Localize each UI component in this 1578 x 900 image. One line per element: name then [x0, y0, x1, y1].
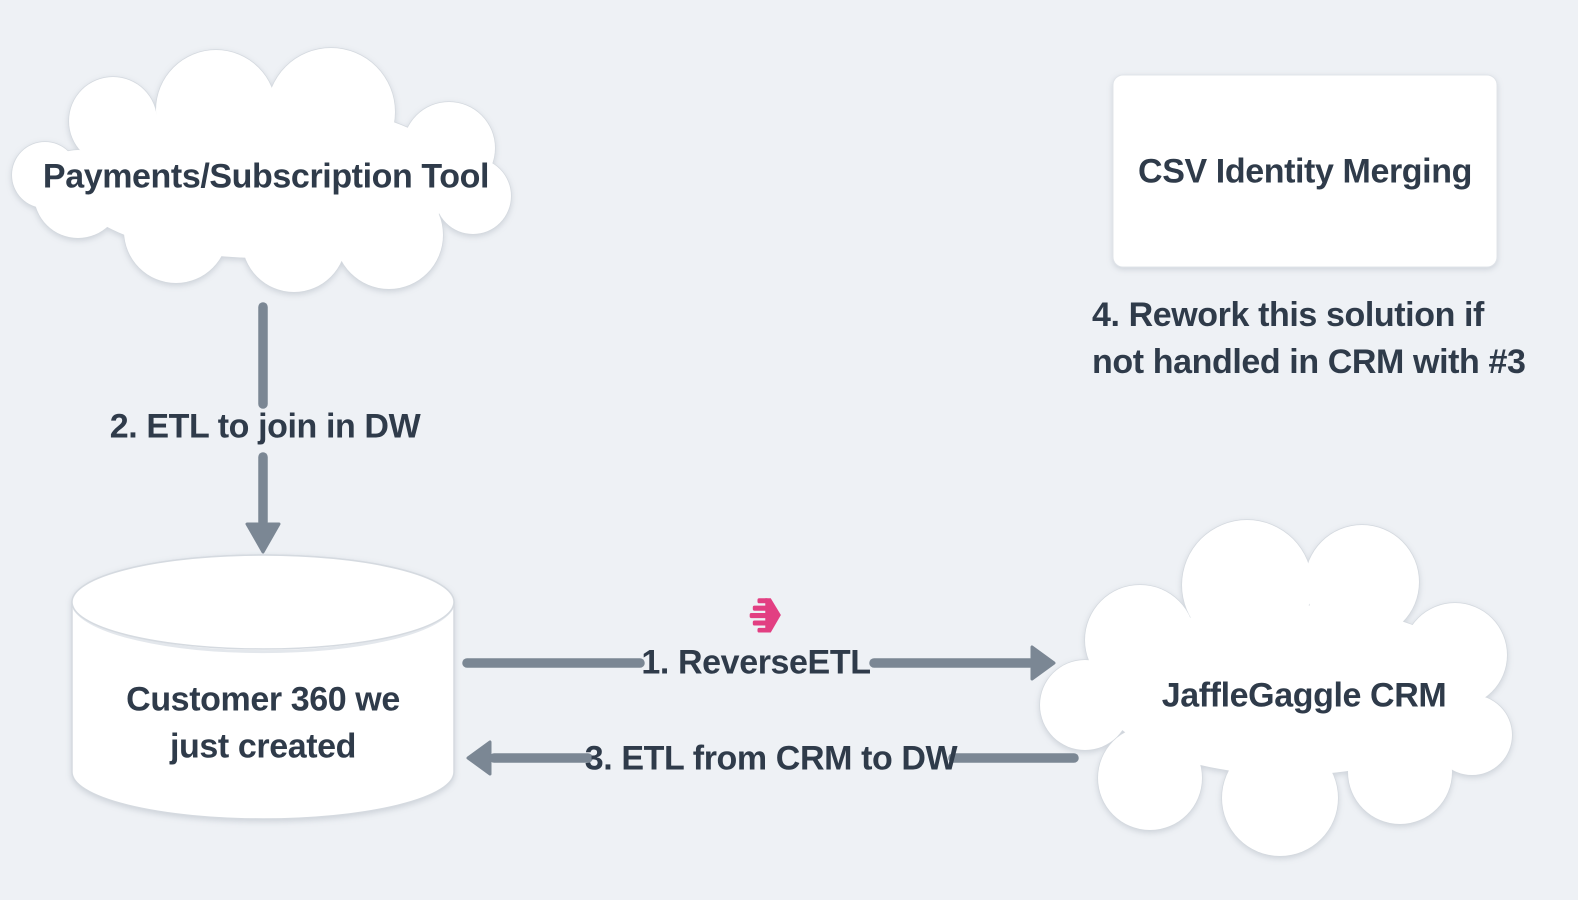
warehouse-cylinder-shape — [71, 554, 455, 820]
payments-cloud-shape — [11, 47, 512, 293]
csv-box-label: CSV Identity Merging — [1138, 152, 1472, 191]
crm-cloud-shape — [1039, 519, 1513, 857]
arrow-etl-to-dw — [245, 302, 281, 554]
edge-label-reverse-etl: 1. ReverseETL — [641, 643, 871, 682]
rework-note-line1: 4. Rework this solution if — [1092, 296, 1484, 334]
csv-box-shape — [1112, 74, 1498, 268]
edge-label-etl-from-crm: 3. ETL from CRM to DW — [584, 739, 958, 778]
arrow-reverse-etl — [462, 645, 1056, 681]
arrow-etl-from-crm — [466, 740, 1079, 776]
hightouch-icon — [749, 598, 781, 633]
rework-note-line2: not handled in CRM with #3 — [1092, 343, 1526, 381]
rework-note: 4. Rework this solution if not handled i… — [1092, 292, 1526, 386]
crm-cloud-label: JaffleGaggle CRM — [1161, 676, 1447, 715]
payments-cloud-label: Payments/Subscription Tool — [42, 157, 490, 196]
edge-label-etl-to-dw: 2. ETL to join in DW — [109, 407, 421, 446]
warehouse-label-line2: just created — [169, 727, 357, 766]
warehouse-label-line1: Customer 360 we — [126, 680, 400, 719]
